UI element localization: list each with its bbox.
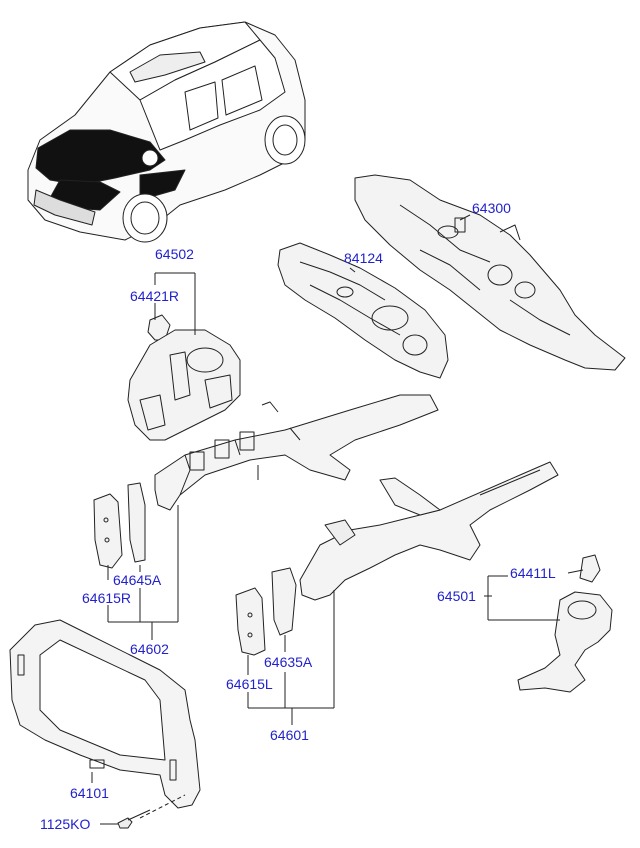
front-side-member-rh [154, 394, 439, 511]
insulator-pad-part-84124 [277, 242, 449, 379]
part-label-84124[interactable]: 84124 [344, 250, 383, 266]
leader-lines [91, 272, 584, 825]
part-label-64601[interactable]: 64601 [270, 727, 309, 743]
part-label-1125KO[interactable]: 1125KO [40, 816, 91, 832]
part-label-64602[interactable]: 64602 [130, 641, 169, 657]
front-wheelhouse-part-64502 [127, 314, 241, 441]
vehicle-overview-illustration [27, 21, 306, 243]
part-label-64300[interactable]: 64300 [472, 200, 511, 216]
part-label-64411L[interactable]: 64411L [510, 565, 556, 581]
radiator-support-part-64101 [9, 619, 201, 809]
part-label-64502[interactable]: 64502 [155, 246, 194, 262]
part-label-64615L[interactable]: 64615L [226, 676, 273, 692]
reinforcement-part-64615R [93, 493, 123, 569]
part-label-64421R[interactable]: 64421R [130, 288, 180, 304]
part-label-64645A[interactable]: 64645A [113, 572, 162, 588]
reinforcement-part-64645A [127, 482, 146, 563]
front-side-member-lh [299, 461, 559, 601]
reinforcement-part-64615L [235, 587, 266, 656]
front-wheelhouse-part-64501 [517, 554, 613, 693]
part-label-64501[interactable]: 64501 [437, 588, 476, 604]
dash-panel-part-64300 [354, 174, 626, 371]
reinforcement-part-64635A [271, 567, 297, 636]
part-label-64101[interactable]: 64101 [70, 785, 109, 801]
part-label-64615R[interactable]: 64615R [82, 590, 132, 606]
bolt-part-1125KO [117, 809, 151, 829]
part-label-64635A[interactable]: 64635A [264, 654, 313, 670]
